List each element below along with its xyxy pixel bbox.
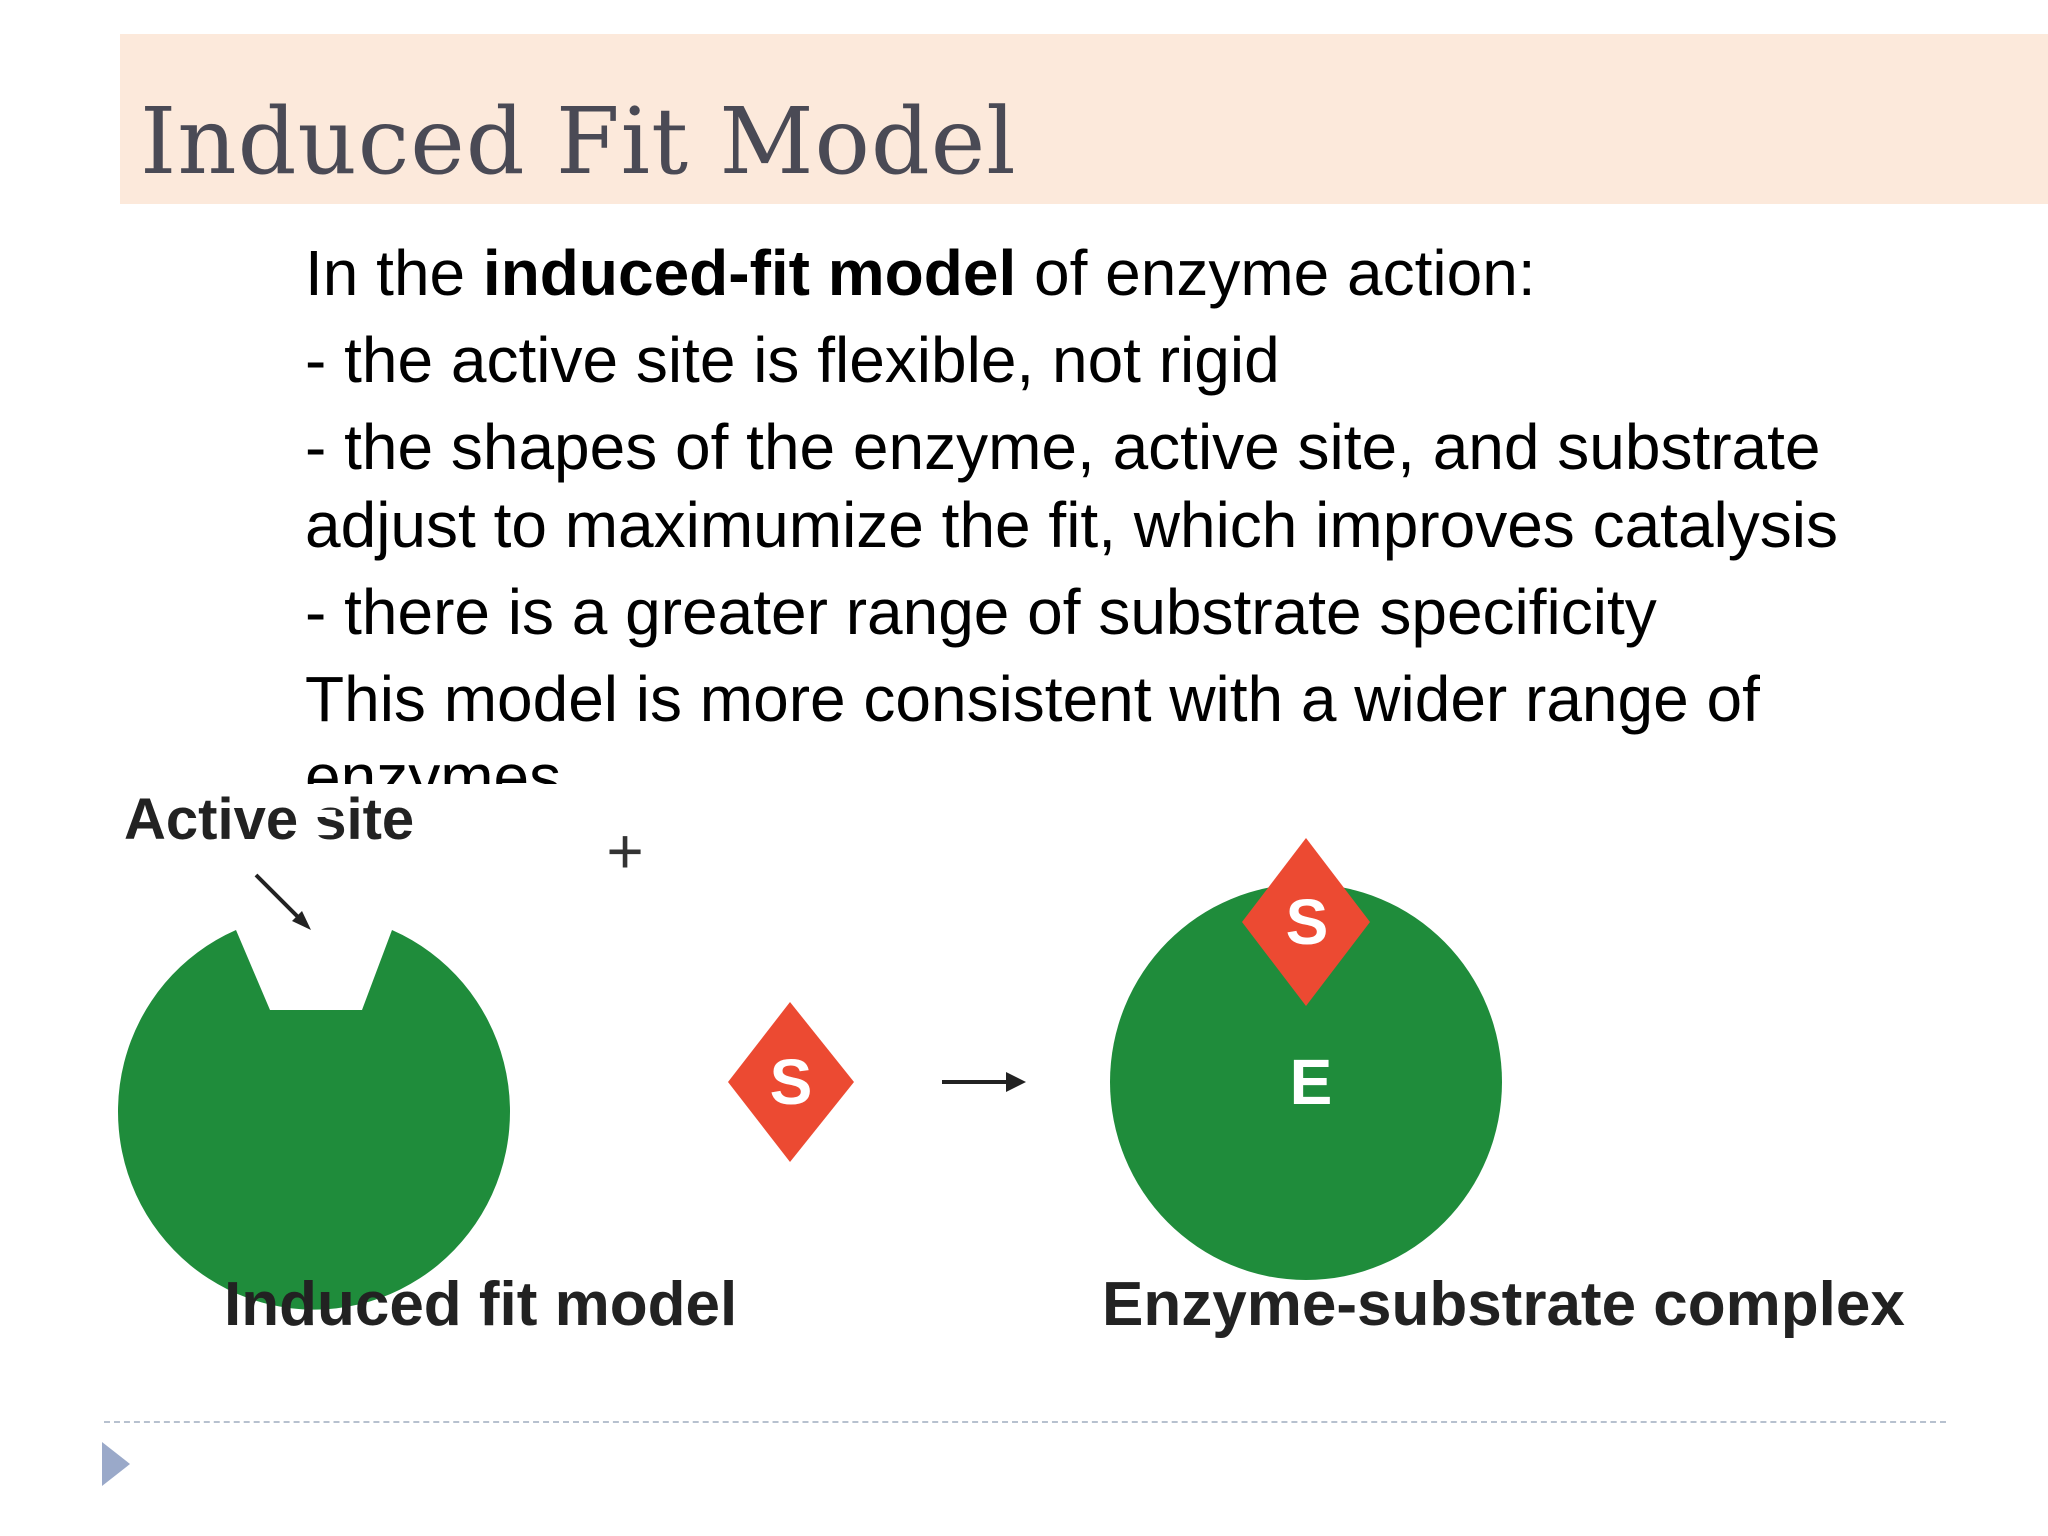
complex-caption: Enzyme-substrate complex <box>1102 1270 1905 1339</box>
sub-point-flexible: - the active site is flexible, not rigid <box>305 324 1280 396</box>
footer-triangle-icon <box>102 1442 130 1486</box>
active-site-arrow-icon <box>254 873 311 930</box>
slide-title: Induced Fit Model <box>140 88 1017 195</box>
bullet-1-bold-term: induced-fit model <box>482 237 1017 309</box>
slide-body: In the induced-fit model of enzyme actio… <box>305 234 2005 784</box>
induced-fit-diagram: Active site E + S S E Induced fit model … <box>117 787 1905 1339</box>
substrate-bound-shape <box>1242 838 1370 1006</box>
footer-divider <box>104 1421 1946 1423</box>
substrate-shape <box>728 1002 854 1162</box>
substrate-letter: S <box>770 1046 813 1118</box>
sub-point-shapes-adjust: - the shapes of the enzyme, active site,… <box>305 411 1838 561</box>
sub-point-specificity: - there is a greater range of substrate … <box>305 576 1657 648</box>
bullet-2-text: This model is more consistent with a wid… <box>305 663 1760 784</box>
induced-fit-caption: Induced fit model <box>224 1270 737 1339</box>
bullet-1-prefix: In the <box>305 237 483 309</box>
active-site-label: Active site <box>124 787 414 852</box>
bound-substrate-letter: S <box>1286 886 1329 958</box>
enzyme-shape-bound <box>1110 884 1502 1280</box>
plus-sign: + <box>606 815 643 887</box>
enzyme-letter: E <box>297 796 340 868</box>
bound-enzyme-letter: E <box>1290 1046 1333 1118</box>
reaction-arrow-icon <box>942 1072 1026 1092</box>
enzyme-shape-open <box>117 930 510 1310</box>
bullet-point-2: This model is more consistent with a wid… <box>305 660 2005 784</box>
bullet-point-1: In the induced-fit model of enzyme actio… <box>305 234 2005 312</box>
bullet-1-suffix: of enzyme action: <box>1016 237 1536 309</box>
title-banner <box>120 34 2048 204</box>
